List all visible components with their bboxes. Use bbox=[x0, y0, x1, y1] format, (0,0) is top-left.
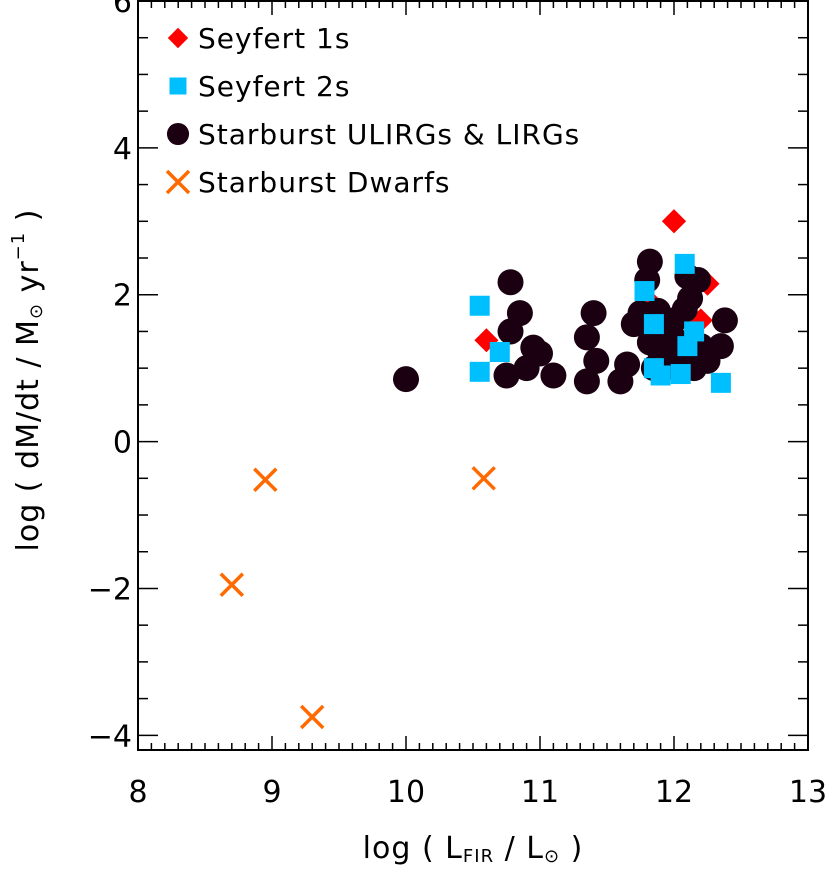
x-axis-title-post: ) bbox=[560, 831, 583, 866]
data-point-square bbox=[670, 364, 691, 385]
data-point-square bbox=[674, 253, 695, 274]
x-axis-title-mid: / L bbox=[494, 831, 544, 866]
x-tick-label: 8 bbox=[128, 775, 147, 810]
y-axis-title: log ( dM/dt / M⊙ yr−1 ) bbox=[8, 209, 47, 552]
x-tick-label: 9 bbox=[262, 775, 281, 810]
data-point-square bbox=[643, 314, 664, 335]
data-point-circle bbox=[540, 362, 567, 389]
data-point-x bbox=[253, 467, 278, 493]
data-point-square bbox=[684, 321, 705, 342]
data-point-circle bbox=[493, 362, 520, 389]
data-point-x bbox=[471, 466, 496, 491]
x-tick-label: 13 bbox=[789, 775, 827, 810]
data-point-square bbox=[469, 361, 490, 382]
data-point-square bbox=[169, 77, 187, 95]
data-point-circle bbox=[166, 122, 190, 146]
x-tick-label: 11 bbox=[521, 775, 559, 810]
x-axis-title-pre: log ( L bbox=[363, 831, 463, 866]
data-point-circle bbox=[573, 324, 600, 351]
x-tick-label: 10 bbox=[387, 775, 425, 810]
legend-label: Seyfert 2s bbox=[198, 70, 350, 103]
legend: Seyfert 1s Seyfert 2s Starburst ULIRGs & L… bbox=[165, 22, 580, 199]
y-tick-label: 2 bbox=[113, 279, 132, 314]
data-point-circle bbox=[583, 347, 610, 374]
data-point-x bbox=[219, 572, 245, 598]
legend-label: Starburst ULIRGs & LIRGs bbox=[198, 118, 580, 151]
y-axis-title-sup: −1 bbox=[8, 232, 29, 261]
y-axis-title-pre: log ( dM/dt / M bbox=[11, 319, 46, 551]
y-tick-label: −4 bbox=[88, 719, 132, 754]
data-point-diamond bbox=[662, 209, 686, 234]
y-tick-label: 6 bbox=[113, 0, 132, 20]
data-point-circle bbox=[580, 300, 607, 327]
data-point-x bbox=[165, 169, 191, 195]
data-point-circle bbox=[573, 368, 600, 395]
y-tick-label: 0 bbox=[113, 426, 132, 461]
data-points bbox=[219, 209, 738, 730]
data-point-circle bbox=[707, 333, 734, 360]
data-point-circle bbox=[506, 300, 533, 327]
y-axis-title-sym: ⊙ bbox=[26, 303, 47, 319]
data-point-square bbox=[710, 372, 731, 393]
data-point-circle bbox=[527, 340, 553, 367]
data-point-circle bbox=[393, 366, 419, 393]
x-axis-title-sym: ⊙ bbox=[544, 846, 560, 867]
data-point-square bbox=[489, 342, 510, 363]
y-tick-label: −2 bbox=[88, 572, 132, 607]
y-tick-label: 4 bbox=[113, 132, 132, 167]
data-point-circle bbox=[614, 351, 641, 378]
x-tick-label: 12 bbox=[655, 775, 693, 810]
data-point-circle bbox=[636, 248, 663, 275]
data-point-x bbox=[299, 704, 325, 730]
data-point-square bbox=[650, 365, 671, 386]
data-point-square bbox=[634, 281, 655, 302]
x-axis-title-sub: FIR bbox=[463, 846, 494, 867]
axis-ticks: 8 9 10 11 12 13 −4 −2 0 2 4 6 bbox=[88, 0, 827, 810]
y-axis-title-post: ) bbox=[11, 209, 46, 232]
data-point-circle bbox=[497, 269, 524, 296]
legend-label: Starburst Dwarfs bbox=[198, 166, 451, 199]
data-point-diamond bbox=[167, 27, 189, 49]
y-axis-title-mid: yr bbox=[11, 260, 46, 303]
legend-label: Seyfert 1s bbox=[198, 22, 350, 55]
data-point-circle bbox=[711, 307, 738, 334]
data-point-square bbox=[469, 295, 490, 316]
x-axis-title: log ( LFIR / L⊙ ) bbox=[363, 831, 584, 867]
